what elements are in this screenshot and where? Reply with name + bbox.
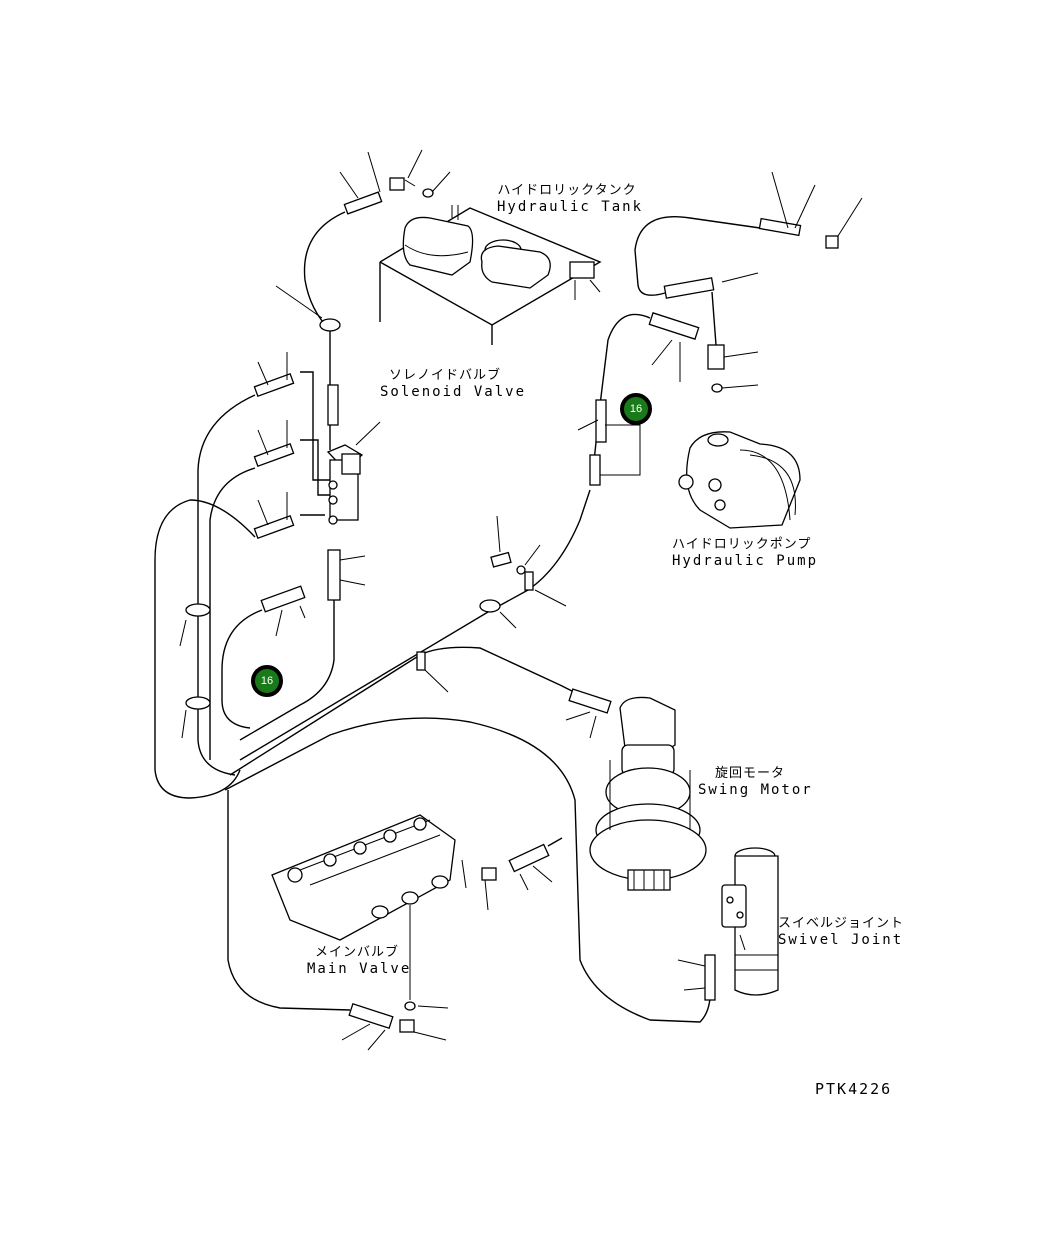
swivel-joint-label: スイベルジョイント Swivel Joint [778,916,905,948]
callout-badge-16[interactable]: 16 [620,393,652,425]
main-valve-label-jp: メインバルブ [314,945,399,960]
hydraulic-pump-drawing [678,431,801,529]
hydraulic-pump-label-en: Hydraulic Pump [672,553,819,569]
callout-badge-16[interactable]: 16 [251,665,283,697]
tank-fittings [339,149,451,215]
drawing-code: PTK4226 [815,1080,893,1098]
solenoid-valve-drawing [326,421,381,525]
swivel-joint-drawing [677,847,779,1001]
hydraulic-tank-drawing [379,205,602,345]
solenoid-valve-label-jp: ソレノイドバルブ [388,368,501,383]
swivel-joint-label-en: Swivel Joint [778,932,904,948]
hydraulic-tank-label-jp: ハイドロリックタンク [497,183,637,198]
solenoid-valve-label: ソレノイドバルブ Solenoid Valve [380,368,527,400]
main-valve-label-en: Main Valve [307,961,412,977]
hydraulic-pump-label-jp: ハイドロリックポンプ [672,537,812,552]
hydraulic-tank-label-en: Hydraulic Tank [497,199,644,215]
hydraulic-tank-label: ハイドロリックタンク Hydraulic Tank [497,183,644,215]
main-valve-label: メインバルブ Main Valve [307,945,412,977]
swing-motor-label-en: Swing Motor [698,782,813,798]
main-valve-drawing [271,814,563,1011]
swing-motor-label-jp: 旋回モータ [714,766,785,781]
solenoid-valve-label-en: Solenoid Valve [380,384,527,400]
bottom-fittings [341,1002,447,1051]
swivel-joint-label-jp: スイベルジョイント [778,916,905,931]
swing-motor-drawing [565,688,707,891]
swing-motor-label: 旋回モータ Swing Motor [698,766,813,798]
left-fittings [253,352,330,637]
hydraulic-pump-label: ハイドロリックポンプ Hydraulic Pump [672,537,819,569]
